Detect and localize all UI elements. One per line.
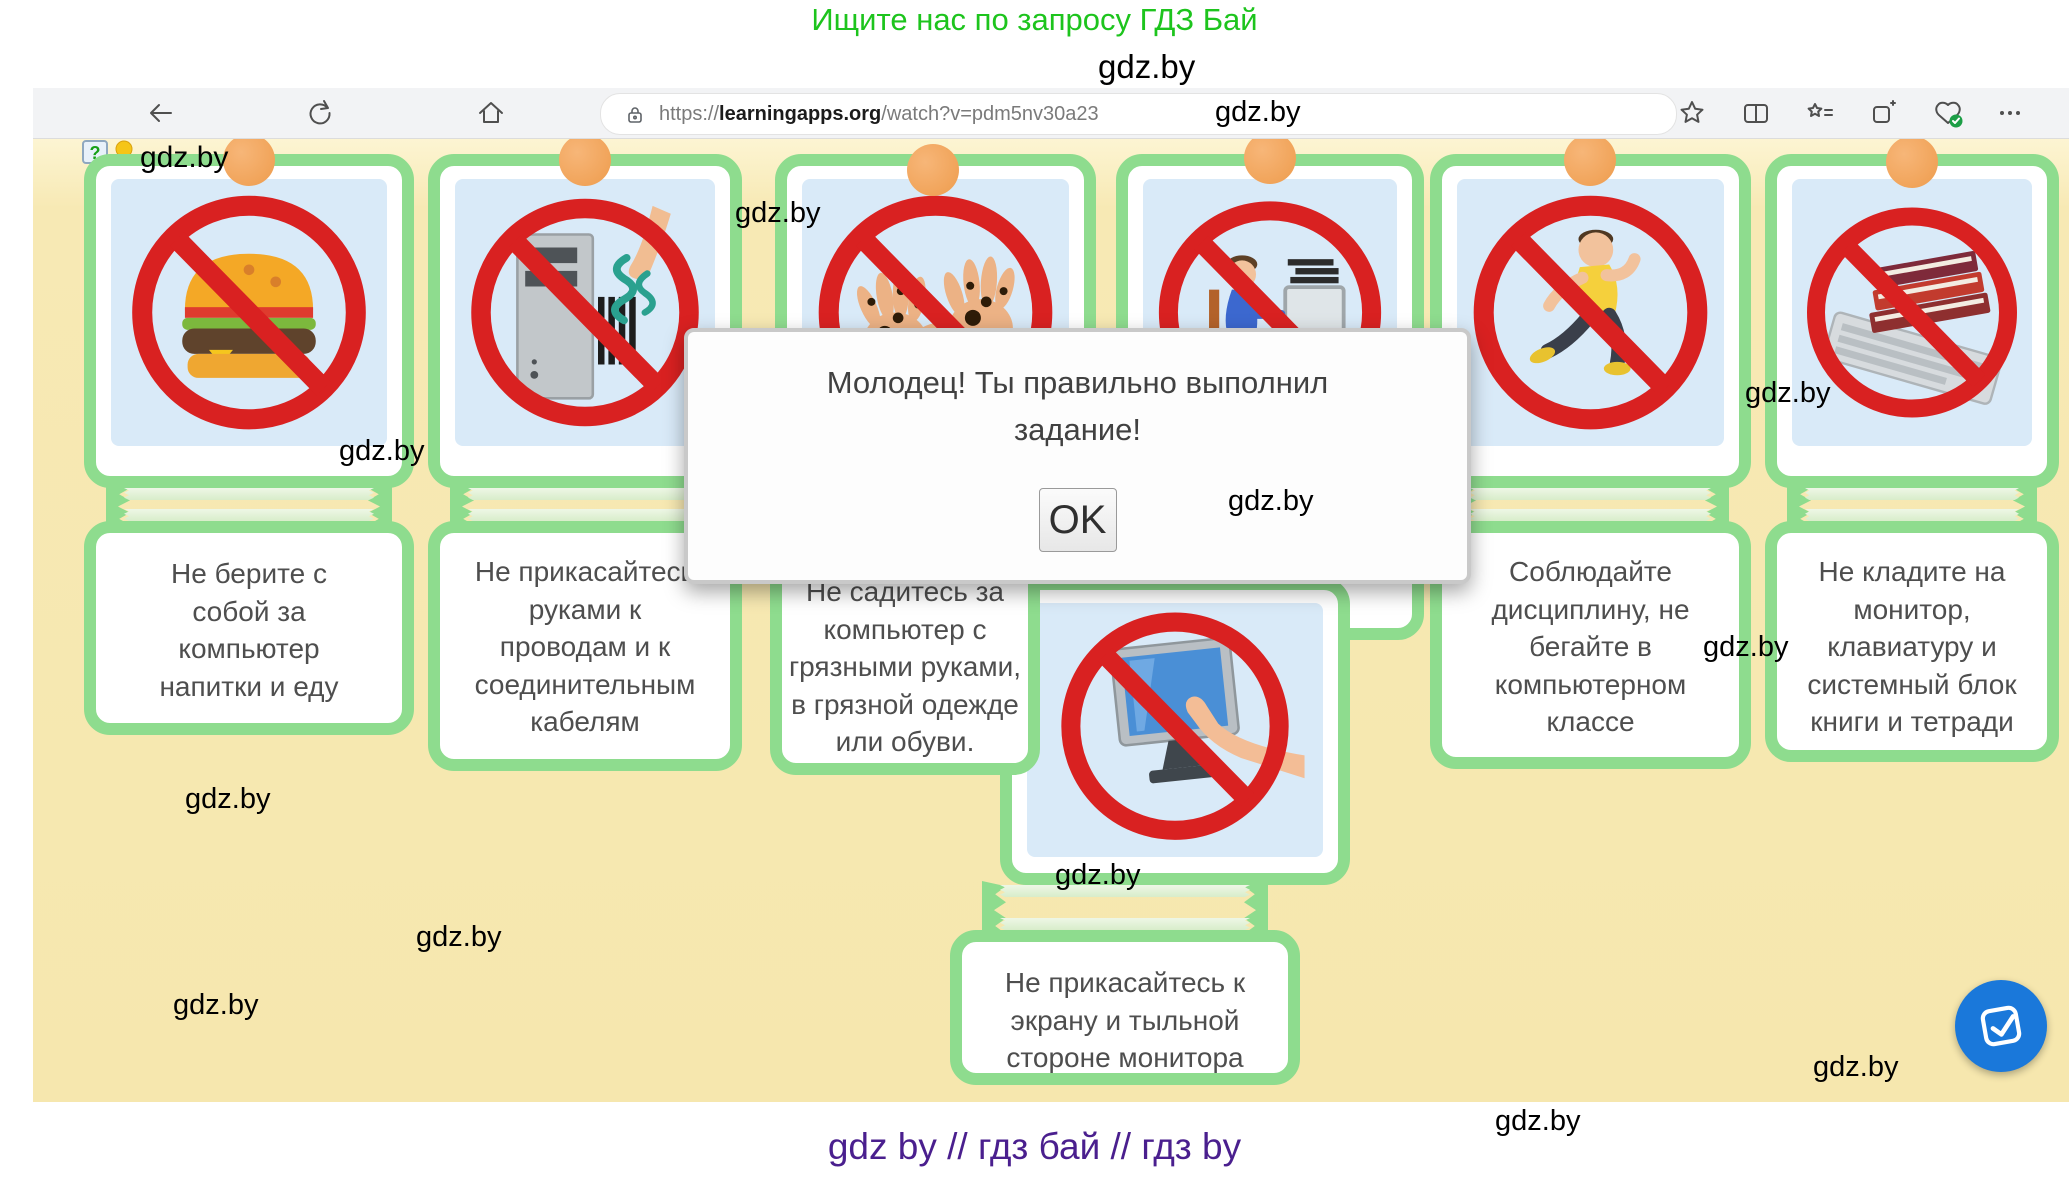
text-card-no-touch-screen[interactable]: Не прикасайтесь к экрану и тыльной сторо… (950, 930, 1300, 1085)
watermark: gdz.by (1745, 377, 1831, 409)
torn-connector (450, 484, 712, 525)
card-pin (907, 144, 959, 196)
collections-icon[interactable] (1804, 97, 1836, 129)
text-card-no-books[interactable]: Не кладите на монитор, клавиатуру и сист… (1765, 521, 2059, 762)
watermark: gdz.by (1495, 1105, 1581, 1137)
ok-button[interactable]: OK (1038, 488, 1117, 552)
torn-connector (1787, 484, 2029, 525)
success-message: Молодец! Ты правильно выполнил задание! (826, 365, 1329, 447)
watermark: gdz.by (1228, 485, 1314, 517)
watermark: gdz.by (1055, 859, 1141, 891)
image-card-no-running[interactable] (1430, 154, 1751, 488)
image-card-no-books[interactable] (1765, 154, 2059, 488)
watermark: gdz.by (1813, 1051, 1899, 1083)
text-card-no-food[interactable]: Не берите с собой за компьютер напитки и… (84, 521, 414, 735)
home-button[interactable] (475, 97, 507, 129)
address-bar[interactable]: https://learningapps.org/watch?v=pdm5nv3… (600, 93, 1677, 135)
back-button[interactable] (145, 97, 177, 129)
image-card-no-touch-screen[interactable] (1000, 578, 1350, 885)
more-menu-icon[interactable] (1994, 97, 2026, 129)
prohibition-sign-running (1457, 179, 1724, 446)
torn-connector (1452, 484, 1721, 525)
card-pin (1564, 134, 1616, 186)
torn-connector (982, 881, 1260, 934)
watermark: gdz.by (185, 783, 271, 815)
watermark: gdz.by (735, 197, 821, 229)
watermark: gdz.by (1098, 48, 1196, 85)
card-pin (559, 134, 611, 186)
prohibition-sign-cables (455, 179, 715, 446)
watermark: gdz.by (173, 989, 259, 1021)
split-screen-icon[interactable] (1740, 97, 1772, 129)
promo-title: Ищите нас по запросу ГДЗ Бай (811, 2, 1258, 37)
card-pin (1886, 136, 1938, 188)
refresh-button[interactable] (303, 97, 335, 129)
card-pin (1244, 132, 1296, 184)
watermark: gdz.by (1703, 631, 1789, 663)
check-task-button[interactable] (1955, 980, 2047, 1072)
add-tab-group-icon[interactable] (1868, 97, 1900, 129)
prohibition-sign-books (1792, 179, 2032, 446)
image-card-no-food[interactable] (84, 154, 414, 488)
browser-essentials-icon[interactable] (1932, 97, 1964, 129)
lock-icon (625, 104, 645, 124)
browser-toolbar: https://learningapps.org/watch?v=pdm5nv3… (33, 88, 2069, 139)
url-text: https://learningapps.org/watch?v=pdm5nv3… (659, 102, 1099, 125)
watermark: gdz.by (140, 141, 229, 174)
footer: gdz by // гдз бай // гдз by (0, 1102, 2069, 1183)
watermark: gdz.by (1215, 96, 1301, 128)
favorites-star-icon[interactable] (1676, 97, 1708, 129)
torn-connector (106, 484, 384, 525)
prohibition-sign-touch-screen (1027, 603, 1323, 857)
prohibition-sign-burger (111, 179, 387, 446)
watermark: gdz.by (416, 921, 502, 953)
text-card-no-running[interactable]: Соблюдайте дисциплину, не бегайте в комп… (1430, 521, 1751, 769)
footer-text: gdz by // гдз бай // гдз by (827, 1126, 1242, 1167)
watermark: gdz.by (339, 435, 425, 467)
success-dialog: Молодец! Ты правильно выполнил задание! … (684, 328, 1471, 584)
app-content: ? (33, 132, 2069, 1102)
card-pin (223, 134, 275, 186)
